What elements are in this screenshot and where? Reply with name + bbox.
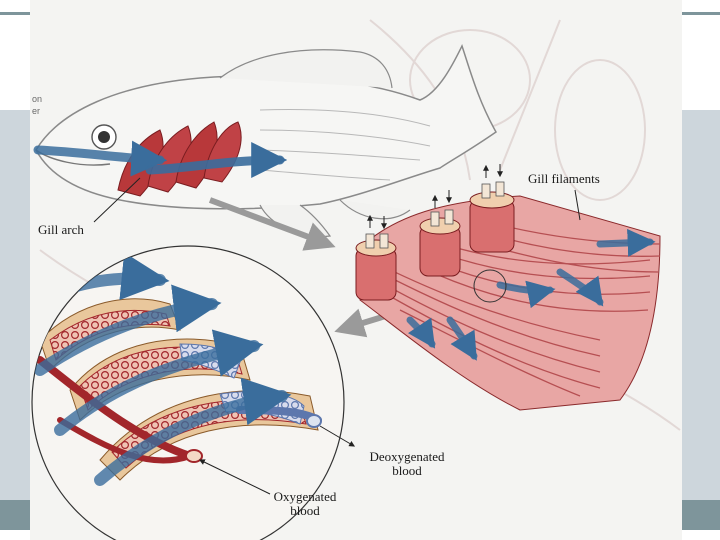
label-deoxygenated-blood: Deoxygenated blood [352, 450, 462, 478]
label-gill-filaments: Gill filaments [528, 172, 600, 186]
label-oxygenated-line2: blood [250, 504, 360, 518]
deoxygenated-vessel-end [307, 415, 321, 427]
label-oxygenated-line1: Oxygenated [250, 490, 360, 504]
label-gill-arch: Gill arch [38, 223, 84, 237]
label-deoxygenated-line1: Deoxygenated [352, 450, 462, 464]
oxygenated-vessel-end [186, 450, 202, 462]
edge-text-fragment-top: on [32, 94, 42, 104]
fish-pupil [98, 131, 110, 143]
label-oxygenated-blood: Oxygenated blood [250, 490, 360, 518]
edge-text-fragment-bottom: er [32, 106, 40, 116]
label-deoxygenated-line2: blood [352, 464, 462, 478]
